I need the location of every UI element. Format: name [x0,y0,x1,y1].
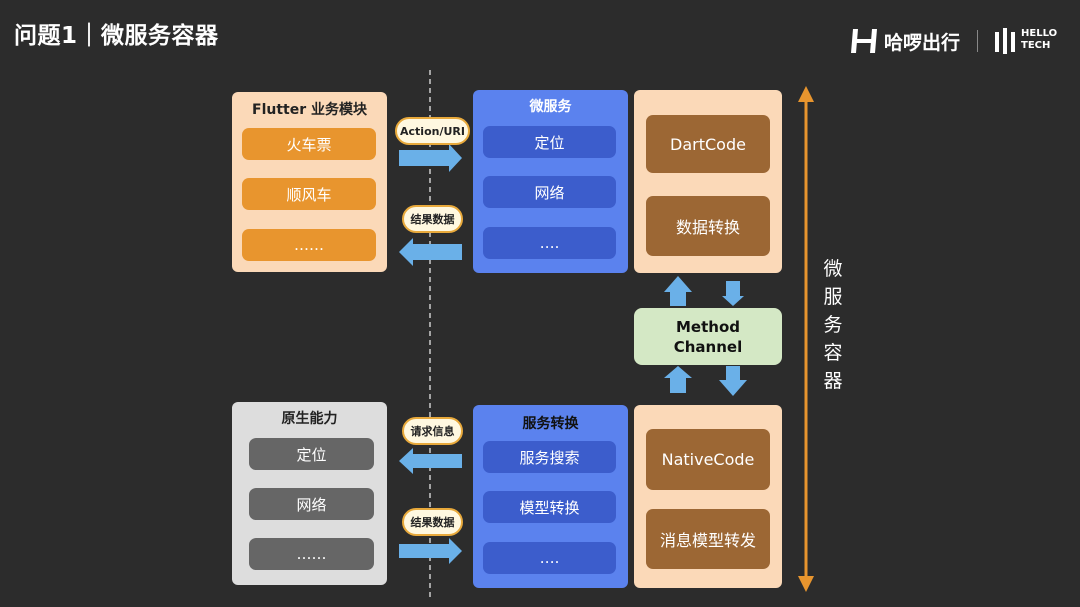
container-label: 微服务容器 [823,258,843,392]
method-channel-line1: Method [676,317,740,336]
arrow-down-icon [722,281,744,306]
native-item-network: 网络 [249,488,374,520]
dart-panel: DartCode 数据转换 [634,90,782,273]
arrow-up-icon [664,276,692,306]
microservice-item-network: 网络 [483,176,616,208]
microservice-panel: 微服务 定位 网络 …. [473,90,628,273]
brand-logo: 哈啰出行 HELLO TECH [850,26,1065,56]
native-code-block: NativeCode [646,429,770,490]
service-item-more: …. [483,542,616,574]
arrow-right-icon [399,144,462,172]
double-arrow-icon [798,86,814,592]
arrow-down-icon [719,366,747,396]
page-title: 问题1｜微服务容器 [14,23,219,49]
arrow-left-icon [399,238,462,266]
flutter-module-title: Flutter 业务模块 [252,102,367,118]
message-forward-block: 消息模型转发 [646,509,770,569]
brand-tech-line2: TECH [1021,40,1051,51]
flutter-module-panel: Flutter 业务模块 火车票 顺风车 …… [232,92,387,272]
data-convert-block: 数据转换 [646,196,770,256]
microservice-item-more: …. [483,227,616,259]
arrow-left-icon [399,448,462,474]
brand-name: 哈啰出行 [884,32,961,54]
label-action-uri: Action/URI [395,117,470,145]
native-item-more: …… [249,538,374,570]
hello-tech-icon [995,28,1015,54]
native-panel: NativeCode 消息模型转发 [634,405,782,588]
flutter-item-train: 火车票 [242,128,376,160]
label-request-info: 请求信息 [402,417,463,445]
method-channel-box: Method Channel [634,308,782,365]
arrow-right-icon [399,538,462,564]
service-convert-title: 服务转换 [522,416,579,432]
native-ability-title: 原生能力 [281,411,338,427]
flutter-item-more: …… [242,229,376,261]
service-item-model-convert: 模型转换 [483,491,616,523]
service-item-search: 服务搜索 [483,441,616,473]
method-channel-line2: Channel [673,337,743,356]
microservice-item-location: 定位 [483,126,616,158]
microservice-title: 微服务 [529,99,572,115]
native-ability-panel: 原生能力 定位 网络 …… [232,402,387,585]
brand-tech-text: HELLO TECH [1021,28,1057,52]
dart-code-block: DartCode [646,115,770,173]
native-item-location: 定位 [249,438,374,470]
service-convert-panel: 服务转换 服务搜索 模型转换 …. [473,405,628,588]
flutter-item-carpool: 顺风车 [242,178,376,210]
logo-divider [977,30,978,52]
brand-tech-line1: HELLO [1021,28,1058,39]
label-result-data-bottom: 结果数据 [402,508,463,536]
hello-h-icon [851,29,877,53]
arrow-up-icon [664,366,692,393]
label-result-data-top: 结果数据 [402,205,463,233]
